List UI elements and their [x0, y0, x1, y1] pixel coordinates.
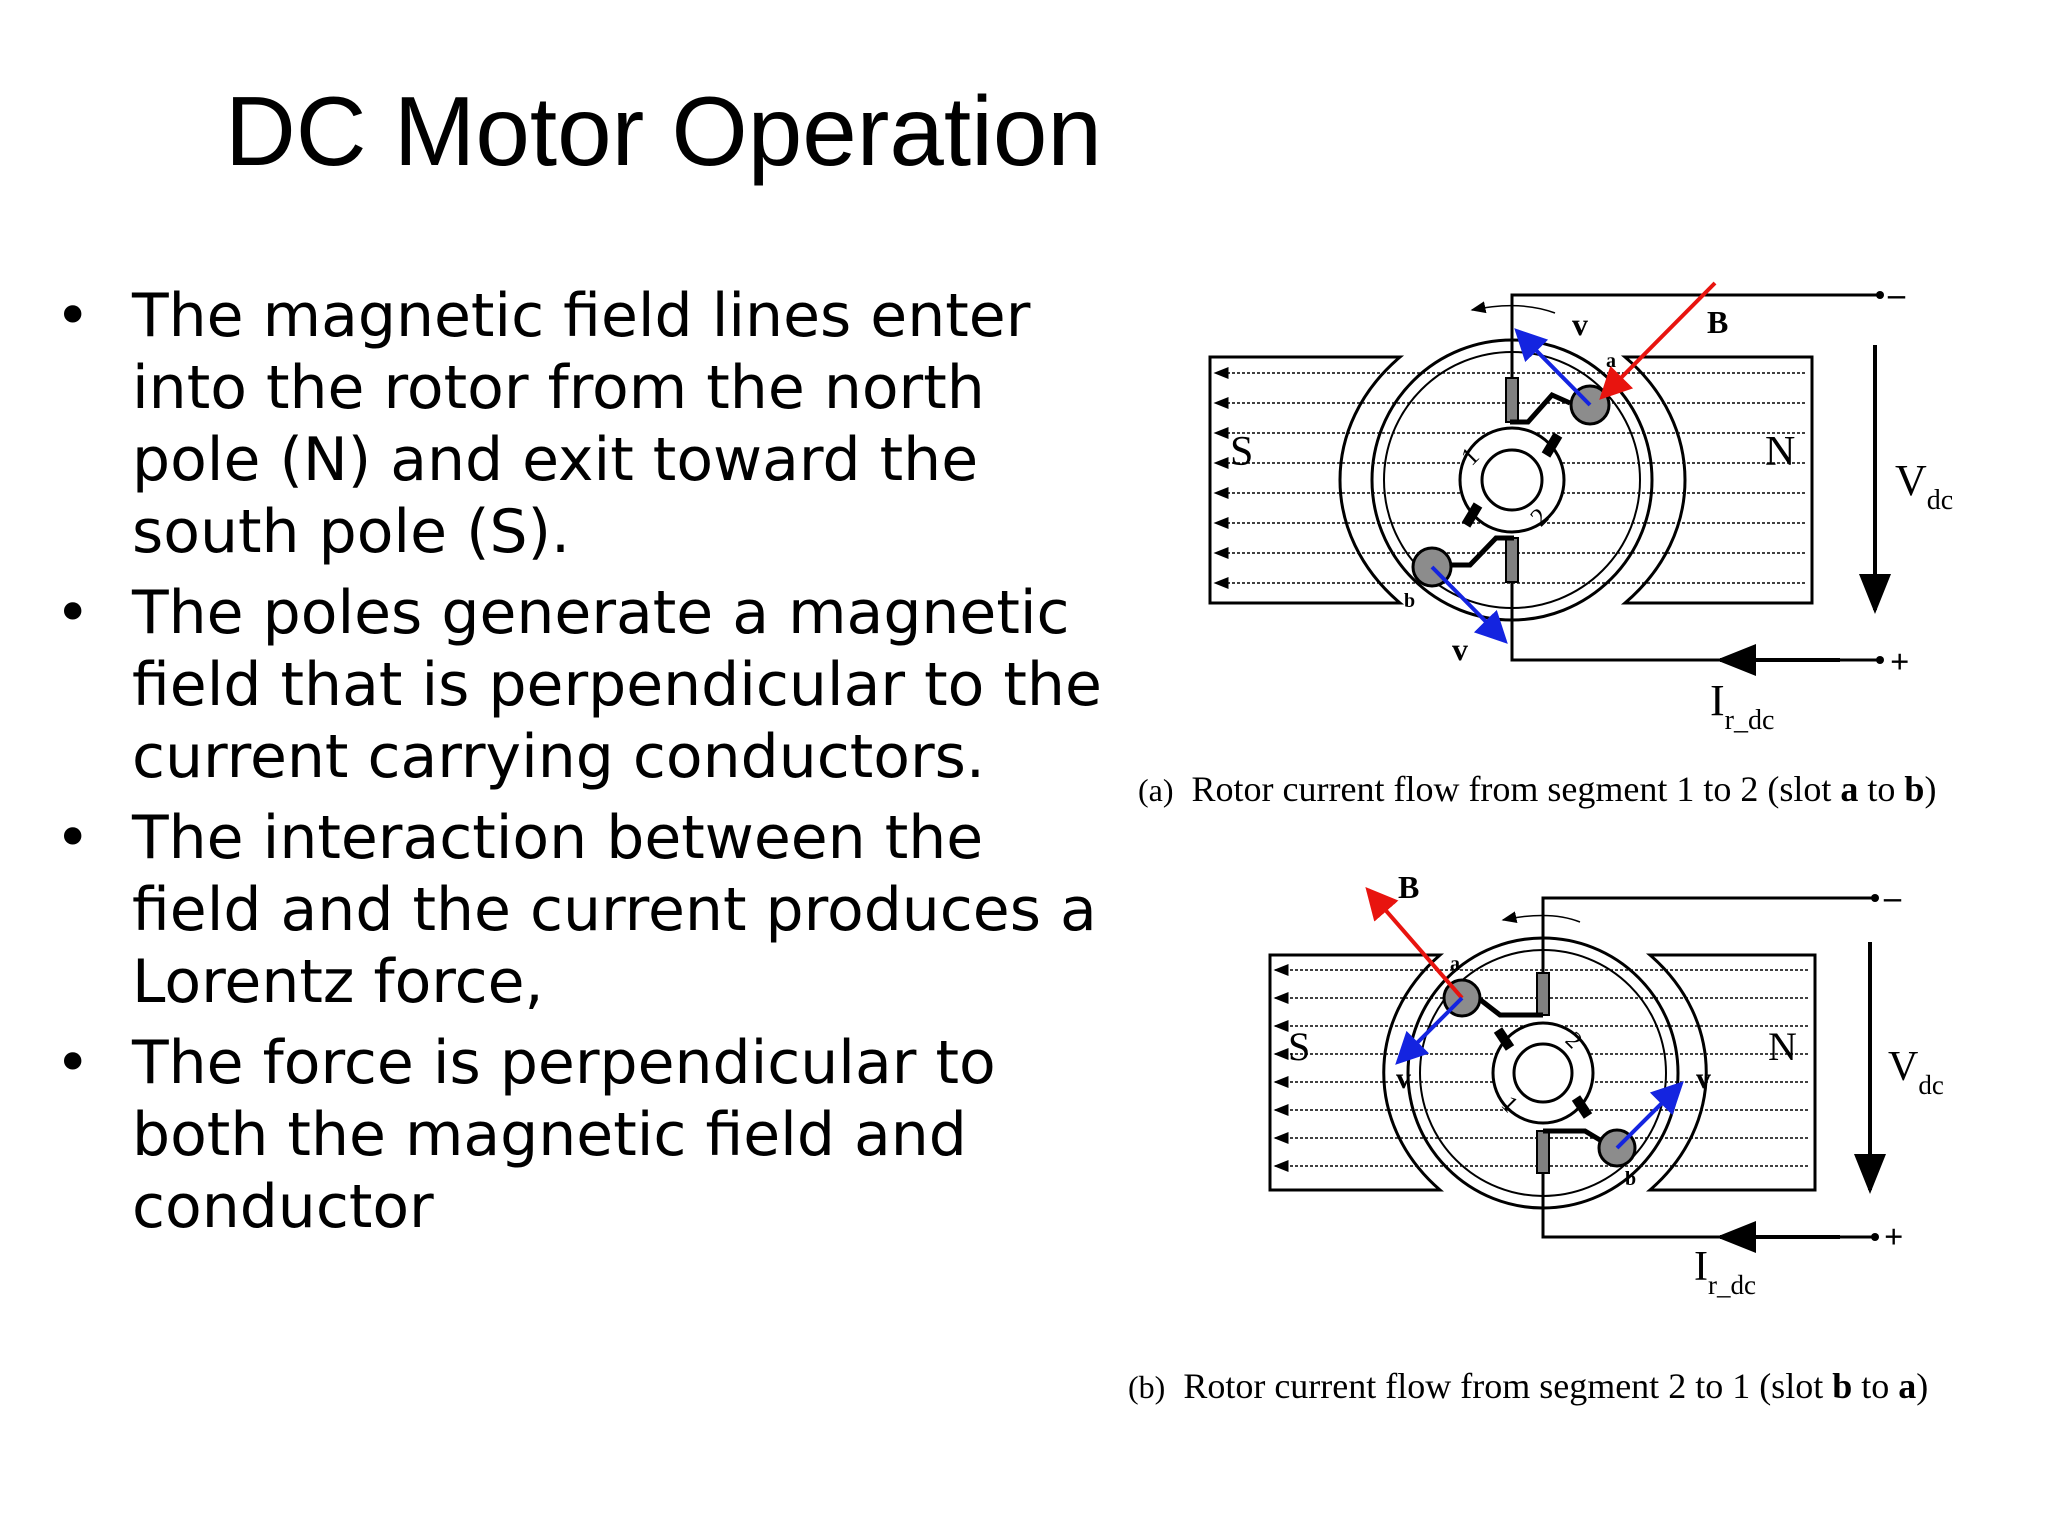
winding: [1510, 391, 1572, 425]
slot-b-label: b: [1625, 1168, 1636, 1190]
brush: [1505, 377, 1519, 423]
south-label: S: [1230, 429, 1253, 475]
brush: [1536, 972, 1550, 1016]
bullet-item: • The interaction between the field and t…: [55, 802, 1115, 1018]
slot-a-label: a: [1450, 953, 1460, 975]
caption-tag: (a): [1138, 772, 1174, 808]
brush: [1505, 537, 1519, 583]
velocity-label: v: [1396, 1062, 1411, 1095]
velocity-label: v: [1452, 631, 1468, 667]
caption-text: ): [1924, 769, 1937, 809]
bullet-dot: •: [55, 1028, 91, 1098]
velocity-arrow: [1430, 565, 1508, 644]
field-label: B: [1398, 870, 1419, 905]
commutator-segment: [1541, 432, 1563, 458]
velocity-label: v: [1572, 306, 1588, 342]
velocity-label: v: [1696, 1062, 1711, 1095]
bullet-dot: •: [55, 281, 91, 351]
voltage-label: Vdc: [1888, 1044, 1944, 1100]
terminal-plus: [1871, 1233, 1879, 1241]
voltage-label: Vdc: [1895, 456, 1953, 516]
caption-text: Rotor current flow from segment 2 to 1 (…: [1183, 1366, 1833, 1406]
winding: [1450, 535, 1514, 568]
caption-text: to: [1852, 1366, 1899, 1406]
caption-bold: a: [1840, 769, 1859, 809]
minus-label: –: [1883, 879, 1902, 916]
plus-label: +: [1884, 1219, 1903, 1256]
rotation-arrow: [1501, 911, 1581, 924]
slot-b-label: b: [1404, 590, 1415, 612]
bullet-dot: •: [55, 803, 91, 873]
north-pole: [1620, 355, 1814, 605]
voltage-subscript: dc: [1918, 1070, 1944, 1100]
rotation-arrow: [1470, 301, 1556, 314]
bullet-item: • The magnetic field lines enter into the…: [55, 280, 1115, 568]
current-label: Ir_dc: [1710, 676, 1774, 735]
velocity-arrow: [1395, 996, 1464, 1065]
bullet-dot: •: [55, 578, 91, 648]
current-subscript: r_dc: [1708, 1270, 1756, 1300]
motor-diagram-b: S N B v v a b 2 1 – + Vdc Ir_dc: [1268, 870, 1944, 1300]
south-label: S: [1288, 1024, 1310, 1069]
south-pole: [1208, 355, 1405, 605]
caption-text: to: [1858, 769, 1905, 809]
caption-bold: a: [1898, 1366, 1917, 1406]
figure-a-caption: (a) Rotor current flow from segment 1 to…: [1138, 768, 1936, 810]
plus-label: +: [1890, 644, 1909, 681]
bullet-item: • The poles generate a magnetic field tha…: [55, 577, 1115, 793]
bullet-text: The interaction between the field and th…: [132, 803, 1097, 1017]
commutator-segment: [1571, 1095, 1593, 1119]
bullet-list: • The magnetic field lines enter into the…: [55, 280, 1115, 1252]
motor-diagram-a: S N B v v a b 1 2 – + Vdc Ir_dc: [1208, 276, 1953, 735]
terminal-minus: [1871, 894, 1879, 902]
south-pole: [1268, 953, 1445, 1192]
minus-label: –: [1887, 276, 1906, 313]
bullet-text: The magnetic field lines enter into the …: [132, 281, 1031, 567]
north-pole: [1645, 953, 1817, 1192]
velocity-arrow: [1615, 1081, 1684, 1150]
brush: [1536, 1130, 1550, 1174]
caption-text: ): [1916, 1366, 1929, 1406]
slide-title: DC Motor Operation: [225, 76, 1102, 186]
field-arrow: [1599, 281, 1717, 400]
current-label: Ir_dc: [1694, 1244, 1756, 1300]
supply-wire-top: [1541, 896, 1875, 973]
bullet-text: The force is perpendicular to both the m…: [132, 1028, 996, 1242]
bullet-item: • The force is perpendicular to both the …: [55, 1027, 1115, 1243]
caption-bold: b: [1904, 769, 1925, 809]
commutator-segment: [1461, 502, 1483, 528]
field-arrow: [1365, 886, 1464, 1000]
terminal-minus: [1876, 291, 1884, 299]
shaft: [1512, 1042, 1574, 1104]
terminal-plus: [1876, 656, 1884, 664]
voltage-subscript: dc: [1927, 485, 1953, 516]
north-label: N: [1768, 1024, 1797, 1069]
caption-bold: b: [1832, 1366, 1853, 1406]
velocity-arrow: [1514, 328, 1592, 407]
commutator-segment: [1493, 1027, 1515, 1051]
field-label: B: [1707, 304, 1728, 340]
supply-wire-top: [1510, 293, 1880, 378]
slot-a-label: a: [1606, 350, 1616, 372]
bullet-text: The poles generate a magnetic field that…: [132, 578, 1102, 792]
caption-text: Rotor current flow from segment 1 to 2 (…: [1191, 769, 1841, 809]
figure-b-caption: (b) Rotor current flow from segment 2 to…: [1128, 1365, 1928, 1407]
current-subscript: r_dc: [1725, 705, 1775, 735]
north-label: N: [1765, 429, 1795, 475]
caption-tag: (b): [1128, 1369, 1166, 1405]
shaft: [1480, 448, 1544, 512]
